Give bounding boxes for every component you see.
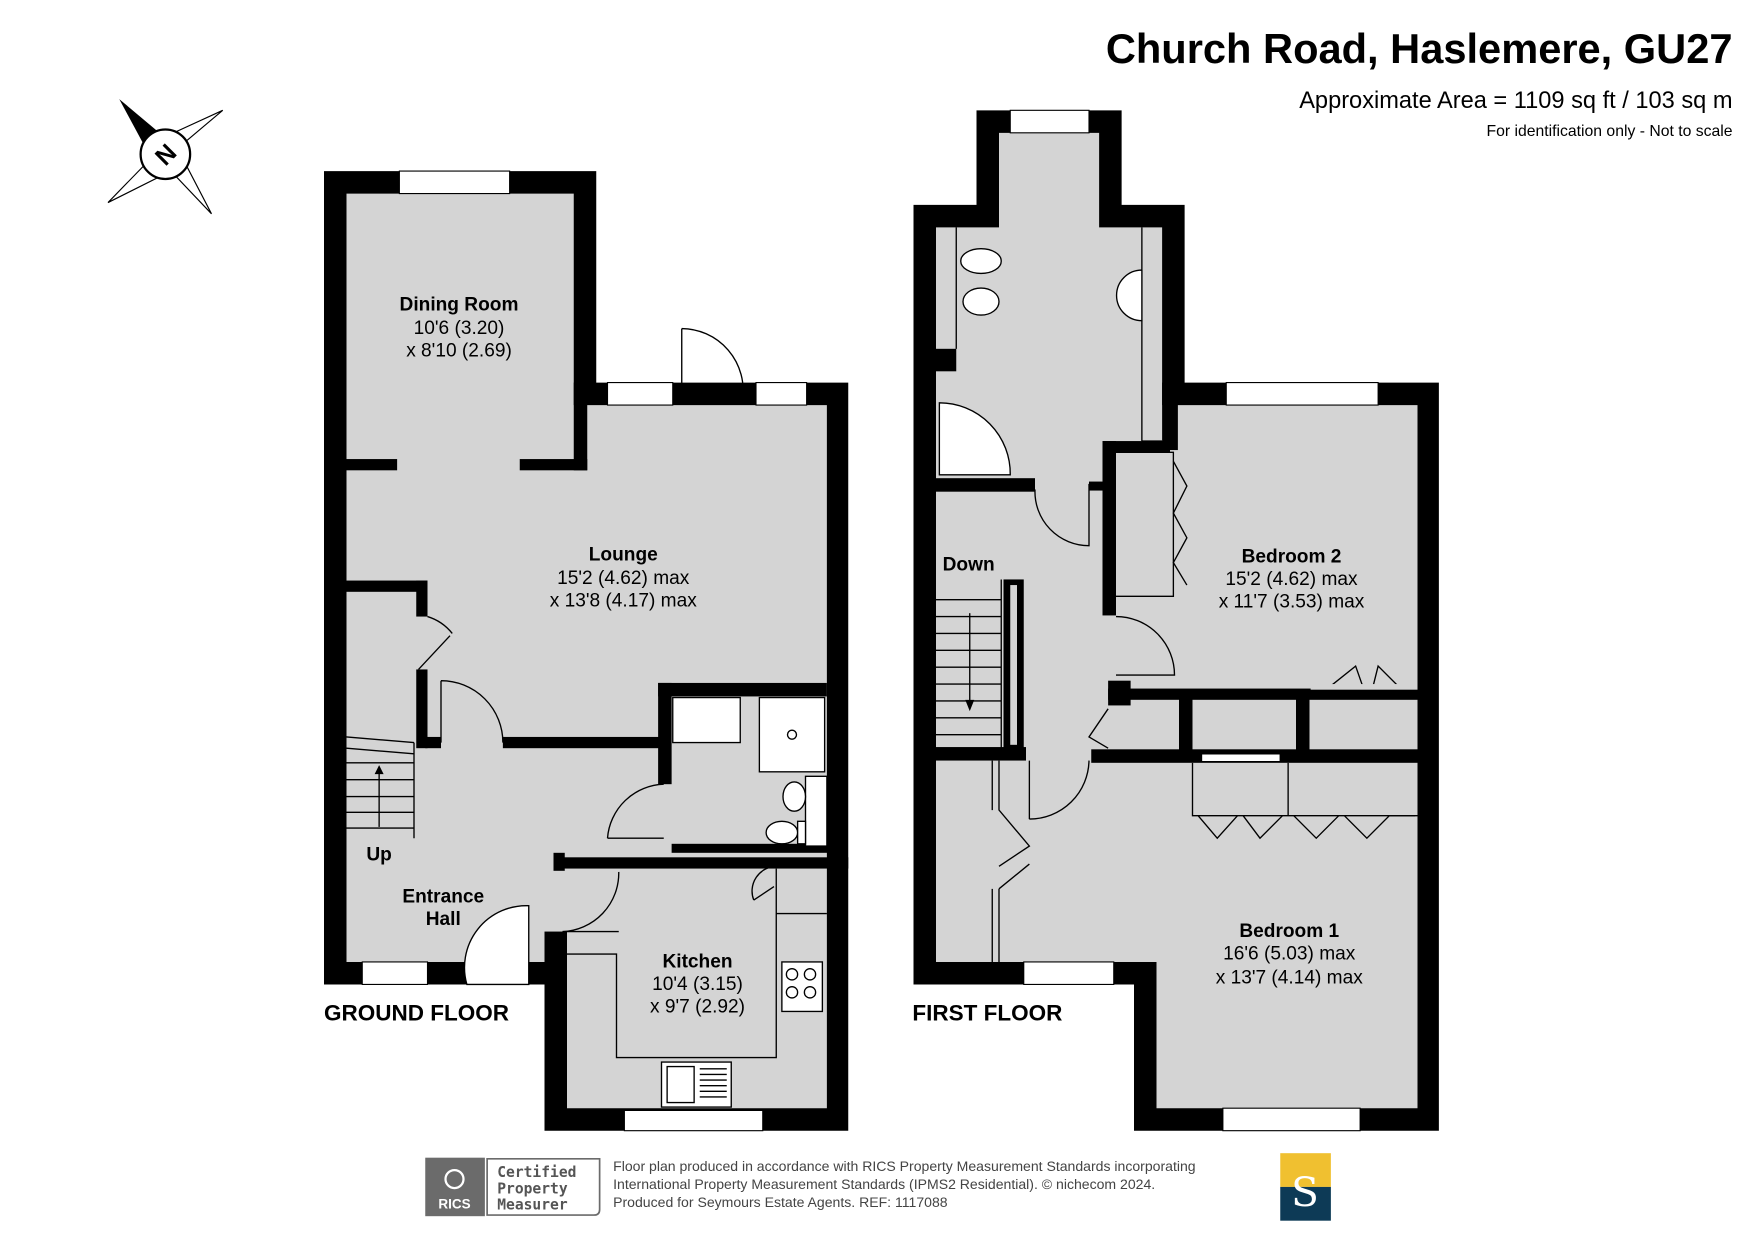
- stairs-up-icon: [346, 736, 415, 839]
- room-dim-dining-1: 10'6 (3.20): [414, 318, 505, 339]
- bidet-icon: [962, 287, 1000, 316]
- toilet-icon: [765, 820, 799, 845]
- logo-letter: S: [1291, 1168, 1319, 1216]
- room-dim-dining-2: x 8'10 (2.69): [406, 341, 512, 362]
- page-title: Church Road, Haslemere, GU27: [1106, 25, 1733, 72]
- room-name-bedroom-1: Bedroom 1: [1239, 921, 1339, 942]
- first-floor-plan: Bedroom 2 15'2 (4.62) max x 11'7 (3.53) …: [912, 109, 1439, 1132]
- room-dim-kitchen-2: x 9'7 (2.92): [650, 997, 745, 1018]
- footer-line-3: Produced for Seymours Estate Agents. REF…: [613, 1194, 948, 1210]
- badge-line-2: Property: [497, 1181, 568, 1198]
- badge-line-3: Measurer: [497, 1196, 568, 1213]
- toilet-icon: [960, 248, 1002, 275]
- room-dim-lounge-1: 15'2 (4.62) max: [557, 568, 690, 589]
- basin-icon: [782, 781, 807, 812]
- room-name-dining: Dining Room: [400, 295, 519, 316]
- room-name-lounge: Lounge: [589, 544, 658, 565]
- room-dim-kitchen-1: 10'4 (3.15): [652, 974, 743, 995]
- room-name-kitchen: Kitchen: [662, 952, 732, 973]
- stairs-down-icon: [936, 579, 1002, 749]
- first-floor-label: FIRST FLOOR: [912, 1000, 1062, 1025]
- stairs-up-label: Up: [366, 845, 391, 866]
- basin-icon: [1115, 269, 1143, 322]
- room-name-bedroom-2: Bedroom 2: [1242, 547, 1342, 568]
- badge-line-1: Certified: [497, 1164, 576, 1181]
- hob-icon: [781, 961, 824, 1013]
- room-name-hall: Hall: [426, 909, 461, 930]
- ground-floor-label: GROUND FLOOR: [324, 1000, 509, 1025]
- approximate-area: Approximate Area = 1109 sq ft / 103 sq m: [1299, 88, 1732, 114]
- footer-line-1: Floor plan produced in accordance with R…: [613, 1158, 1195, 1174]
- sink-icon: [660, 1061, 732, 1108]
- room-dim-bedroom-1-2: x 13'7 (4.14) max: [1216, 967, 1363, 988]
- seymours-logo: S: [1280, 1153, 1331, 1221]
- rics-logo-text: RICS: [438, 1196, 470, 1211]
- footer-line-2: International Property Measurement Stand…: [613, 1176, 1155, 1192]
- rics-badge: RICS Certified Property Measurer: [425, 1157, 601, 1217]
- room-dim-lounge-2: x 13'8 (4.17) max: [550, 590, 697, 611]
- room-dim-bedroom-1-1: 16'6 (5.03) max: [1223, 944, 1356, 965]
- disclaimer: For identification only - Not to scale: [1487, 123, 1733, 140]
- compass-icon: N: [107, 99, 224, 215]
- room-dim-bedroom-2-1: 15'2 (4.62) max: [1225, 569, 1358, 590]
- room-dim-bedroom-2-2: x 11'7 (3.53) max: [1219, 592, 1365, 613]
- stairs-down-label: Down: [943, 554, 995, 575]
- shower-icon: [938, 402, 1011, 476]
- room-name-entrance: Entrance: [402, 886, 484, 907]
- ground-floor-plan: Dining Room 10'6 (3.20) x 8'10 (2.69) Lo…: [324, 170, 849, 1132]
